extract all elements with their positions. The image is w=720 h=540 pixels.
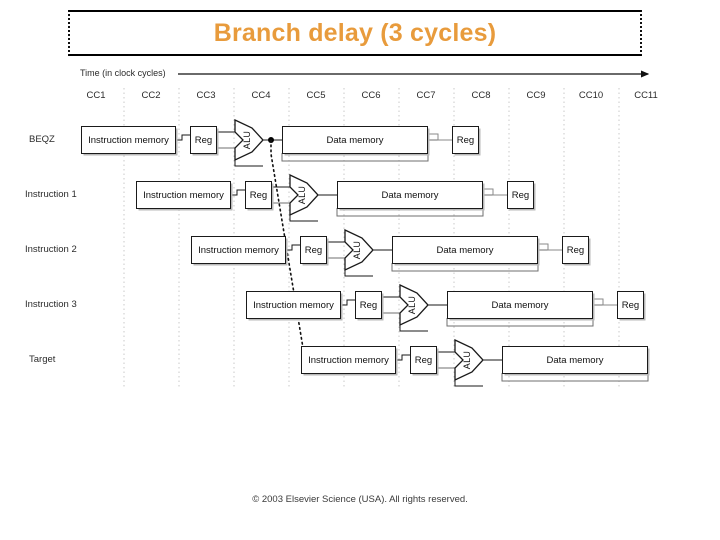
cc-tick-4: CC4 [251,90,271,101]
stage-instruction-3-alu[interactable]: ALU [407,295,417,315]
slide-title-box: Branch delay (3 cycles) [68,10,642,56]
stage-instruction-1-data-memory[interactable]: Data memory [337,181,483,209]
stage-beqz-instruction-memory[interactable]: Instruction memory [81,126,176,154]
pipeline-row-target [302,338,649,387]
alu-shape [344,228,374,272]
stage-beqz-alu[interactable]: ALU [242,130,252,150]
pipeline-row-beqz [176,118,452,167]
stage-instruction-1-alu[interactable]: ALU [297,185,307,205]
stage-instruction-1-reg[interactable]: Reg [245,181,272,209]
stage-target-reg[interactable]: Reg [410,346,437,374]
alu-shape [399,283,429,327]
stage-instruction-3-data-memory[interactable]: Data memory [447,291,593,319]
cc-tick-11: CC11 [634,90,658,101]
stage-beqz-reg[interactable]: Reg [190,126,217,154]
pipeline-diagram-svg [123,70,650,388]
row-label-beqz: BEQZ [29,134,55,145]
stage-instruction-3-instruction-memory[interactable]: Instruction memory [246,291,341,319]
alu-shape [234,118,264,162]
stage-instruction-2-alu[interactable]: ALU [352,240,362,260]
copyright-notice: © 2003 Elsevier Science (USA). All right… [252,494,468,505]
stage-target-data-memory[interactable]: Data memory [502,346,648,374]
pipeline-row-instruction-3 [341,283,617,332]
alu-shape [289,173,319,217]
cc-tick-7: CC7 [416,90,436,101]
branch-resolution-path [270,139,306,361]
cc-tick-10: CC10 [578,90,604,101]
row-label-instruction-1: Instruction 1 [25,189,77,200]
page-title: Branch delay (3 cycles) [213,18,497,47]
stage-instruction-2-instruction-memory[interactable]: Instruction memory [191,236,286,264]
cc-tick-2: CC2 [141,90,161,101]
stage-target-alu[interactable]: ALU [462,350,472,370]
time-axis-label: Time (in clock cycles) [80,68,166,78]
pipeline-row-instruction-2 [286,228,562,277]
stage-target-instruction-memory[interactable]: Instruction memory [301,346,396,374]
cc-tick-1: CC1 [86,90,106,101]
pipeline-diagram: Time (in clock cycles) CC1 CC2 CC3 CC4 C… [0,58,720,505]
stage-instruction-3-reg-writeback[interactable]: Reg [617,291,644,319]
stage-instruction-2-reg-writeback[interactable]: Reg [562,236,589,264]
stage-instruction-1-instruction-memory[interactable]: Instruction memory [136,181,231,209]
cc-tick-5: CC5 [306,90,326,101]
row-label-instruction-2: Instruction 2 [25,244,77,255]
pipeline-row-instruction-1 [231,173,507,222]
cc-tick-6: CC6 [361,90,381,101]
cc-tick-3: CC3 [196,90,216,101]
row-label-instruction-3: Instruction 3 [25,299,77,310]
alu-shape [454,338,484,382]
cc-tick-9: CC9 [526,90,546,101]
cc-tick-8: CC8 [471,90,491,101]
row-label-target: Target [29,354,56,365]
stage-instruction-2-data-memory[interactable]: Data memory [392,236,538,264]
stage-instruction-2-reg[interactable]: Reg [300,236,327,264]
stage-instruction-1-reg-writeback[interactable]: Reg [507,181,534,209]
stage-beqz-data-memory[interactable]: Data memory [282,126,428,154]
stage-instruction-3-reg[interactable]: Reg [355,291,382,319]
stage-beqz-reg-writeback[interactable]: Reg [452,126,479,154]
